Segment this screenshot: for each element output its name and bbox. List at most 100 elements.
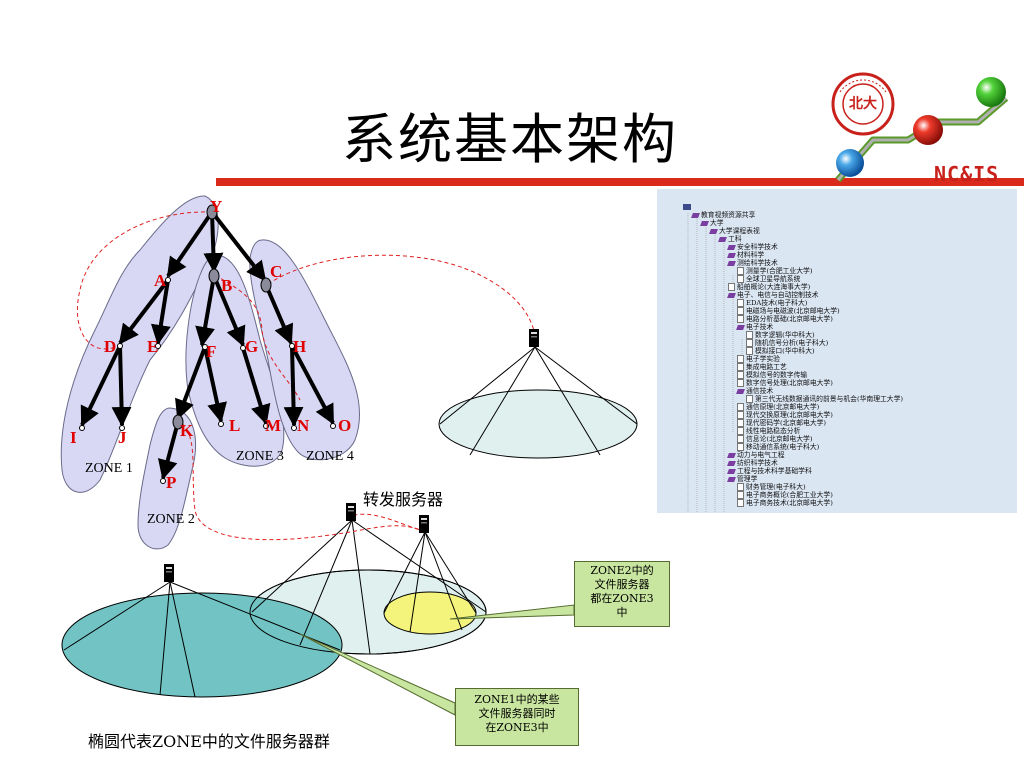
resource-tree-item[interactable]: 现代密码学(北京邮电大学) xyxy=(737,419,826,427)
resource-tree-item[interactable]: 集成电路工艺 xyxy=(737,363,787,371)
resource-tree-item-label: 材料科学 xyxy=(737,251,765,259)
resource-tree-item[interactable]: 数字逻辑(华中科大) xyxy=(746,331,815,339)
red-ball-icon xyxy=(913,115,943,145)
resource-tree-item[interactable]: 第三代无线数据通讯的前景与机会(华南理工大学) xyxy=(746,395,903,403)
file-icon xyxy=(737,315,744,323)
resource-tree-item-label: 随机信号分析(电子科大) xyxy=(755,339,829,347)
node-label-a: A xyxy=(154,271,167,290)
resource-tree-item-label: 数字逻辑(华中科大) xyxy=(755,331,815,339)
resource-tree-item[interactable]: 财务管理(电子科大) xyxy=(737,483,806,491)
server-cone-lines xyxy=(63,346,638,698)
resource-tree-item[interactable]: 电子商务概论(合肥工业大学) xyxy=(737,491,833,499)
resource-tree-item[interactable]: 纺织科学技术 xyxy=(727,459,778,467)
file-icon xyxy=(737,411,744,419)
resource-tree-item-label: 工程与技术科学基础学科 xyxy=(737,467,812,475)
file-icon xyxy=(737,299,744,307)
server-icon xyxy=(346,503,356,521)
resource-tree-item[interactable]: 工程与技术科学基础学科 xyxy=(727,467,812,475)
zone-1-server-ellipse xyxy=(61,592,343,698)
resource-tree-item[interactable]: 电磁场与电磁波(北京邮电大学) xyxy=(737,307,840,315)
resource-tree-item-label: 模拟接口(华中科大) xyxy=(755,347,815,355)
callout-line: ZONE2中的 xyxy=(590,564,654,577)
resource-tree-item-label: 管理学 xyxy=(737,475,758,483)
resource-tree-item-label: 模拟信号的数字传输 xyxy=(746,371,808,379)
resource-tree-item[interactable]: 电子、电信与自动控制技术 xyxy=(727,291,819,299)
file-icon xyxy=(737,443,744,451)
resource-tree-item[interactable]: 现代交换原理(北京邮电大学) xyxy=(737,411,833,419)
resource-tree-item[interactable]: 大学 xyxy=(700,219,724,227)
callout-line: 都在ZONE3 xyxy=(590,592,654,605)
folder-icon xyxy=(727,260,736,266)
server-icon xyxy=(164,564,174,582)
zone-2-server-ellipse xyxy=(383,591,477,635)
zone-1-label: ZONE 1 xyxy=(85,461,133,476)
resource-tree-item-label: 大学课程表视 xyxy=(719,227,760,235)
resource-tree-item[interactable]: 大学课程表视 xyxy=(709,227,760,235)
resource-tree-item-label: 电路分析基础(北京邮电大学) xyxy=(746,315,833,323)
resource-tree-item[interactable]: EDA技术(电子科大) xyxy=(737,299,807,307)
resource-tree-item[interactable]: 动力与电气工程 xyxy=(727,451,785,459)
callout-line: 文件服务器 xyxy=(594,578,650,591)
node-label-j: J xyxy=(118,428,127,447)
folder-icon xyxy=(727,460,736,466)
resource-tree-item-label: EDA技术(电子科大) xyxy=(746,299,808,307)
resource-tree-item[interactable]: 模拟信号的数字传输 xyxy=(737,371,807,379)
file-icon xyxy=(737,267,744,275)
resource-tree-item[interactable]: 安全科学技术 xyxy=(727,243,778,251)
node-label-e: E xyxy=(147,337,158,356)
resource-tree-item[interactable]: 线性电路稳态分析 xyxy=(737,427,800,435)
file-icon xyxy=(746,339,753,347)
resource-tree-item[interactable]: 测量学(合肥工业大学) xyxy=(737,267,812,275)
resource-tree-item[interactable]: 通信原理(北京邮电大学) xyxy=(737,403,819,411)
overlay-links xyxy=(76,211,536,541)
file-icon xyxy=(737,307,744,315)
file-icon xyxy=(746,395,753,403)
resource-tree-item[interactable]: 全球卫星导航系统 xyxy=(737,275,800,283)
resource-tree-item[interactable]: 随机信号分析(电子科大) xyxy=(746,339,828,347)
resource-tree-item-label: 动力与电气工程 xyxy=(737,451,785,459)
tree-guide-lines xyxy=(687,213,743,513)
resource-tree-item[interactable]: 材料科学 xyxy=(727,251,765,259)
resource-tree-item[interactable]: 教育视频资源共享 xyxy=(691,211,755,219)
resource-tree-item-label: 第三代无线数据通讯的前景与机会(华南理工大学) xyxy=(755,395,904,403)
resource-tree-item-label: 纺织科学技术 xyxy=(737,459,778,467)
resource-tree-item[interactable]: 电子技术 xyxy=(736,323,773,331)
folder-icon xyxy=(727,244,736,250)
resource-tree-item[interactable]: 工科 xyxy=(718,235,742,243)
resource-tree-item[interactable]: 电路分析基础(北京邮电大学) xyxy=(737,315,833,323)
title-rule xyxy=(216,178,1024,186)
logo-graphic: 北大 xyxy=(831,72,1009,183)
folder-icon xyxy=(727,252,736,258)
resource-tree-item[interactable]: 管理学 xyxy=(727,475,758,483)
folder-icon xyxy=(727,476,736,482)
file-icon xyxy=(737,499,744,507)
resource-tree-item[interactable]: 移动通信系统(电子科大) xyxy=(737,443,819,451)
resource-tree-item[interactable]: 测绘科学技术 xyxy=(727,259,778,267)
node-label-k: K xyxy=(180,421,194,440)
zone-4-label: ZONE 4 xyxy=(306,449,354,464)
resource-tree-item[interactable]: 信息论(北京邮电大学) xyxy=(737,435,812,443)
resource-tree-item-label: 现代交换原理(北京邮电大学) xyxy=(746,411,833,419)
resource-tree-item-label: 电子商务概论(合肥工业大学) xyxy=(746,491,833,499)
zone-3-label: ZONE 3 xyxy=(236,449,284,464)
resource-tree-item-label: 通信技术 xyxy=(746,387,774,395)
resource-tree-item[interactable]: 模拟接口(华中科大) xyxy=(746,347,815,355)
resource-tree-item[interactable]: 通信技术 xyxy=(736,387,774,395)
resource-tree-item[interactable]: 船舶概论(大连海事大学) xyxy=(728,283,810,291)
resource-tree-item-label: 通信原理(北京邮电大学) xyxy=(746,403,820,411)
resource-tree-item-label: 测量学(合肥工业大学) xyxy=(746,267,813,275)
tree-edges xyxy=(80,210,335,480)
resource-tree-item[interactable]: 电子学实验 xyxy=(737,355,780,363)
node-label-c: C xyxy=(270,262,282,281)
callout-line: 中 xyxy=(616,606,628,619)
file-icon xyxy=(737,275,744,283)
node-label-g: G xyxy=(245,337,258,356)
resource-tree-item[interactable]: 电子商务技术(北京邮电大学) xyxy=(737,499,833,507)
file-icon xyxy=(737,379,744,387)
node-label-i: I xyxy=(70,428,77,447)
resource-tree-item[interactable] xyxy=(683,203,693,211)
resource-tree-item[interactable]: 数字信号处理(北京邮电大学) xyxy=(737,379,833,387)
resource-tree-item-label: 电子商务技术(北京邮电大学) xyxy=(746,499,833,507)
resource-tree-item-label: 工科 xyxy=(728,235,742,243)
